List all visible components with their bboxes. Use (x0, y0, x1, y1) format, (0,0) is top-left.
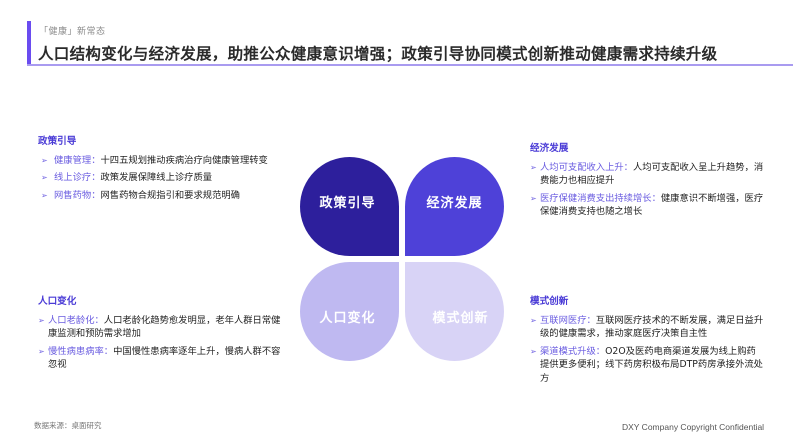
list-item: ➢ 医疗保健消费支出持续增长：健康意识不断增强，医疗保健消费支持也随之增长 (530, 192, 770, 219)
block-title: 人口变化 (38, 296, 77, 307)
model-innovation-block: 模式创新 ➢ 互联网医疗：互联网医疗技术的不断发展，满足日益升级的健康需求，推动… (530, 295, 765, 389)
policy-block: 政策引导 ➢ 健康管理：十四五规划推动疾病治疗向健康管理转变 ➢ 线上诊疗：政策… (38, 135, 283, 206)
petal-label: 模式创新 (432, 311, 489, 326)
header-divider (27, 64, 793, 66)
economy-list: ➢ 人均可支配收入上升：人均可支配收入呈上升趋势，消费能力也相应提升 ➢ 医疗保… (530, 161, 770, 219)
item-key: 互联网医疗： (540, 314, 596, 326)
item-key: 医疗保健消费支出持续增长： (540, 192, 661, 204)
arrow-bullet-icon: ➢ (41, 190, 48, 200)
item-key: 健康管理： (54, 154, 101, 166)
item-value: 人口老龄化趋势愈发明显，老年人群日常健康监测和预防需求增加 (48, 314, 281, 340)
item-value: 中国慢性患病率逐年上升，慢病人群不容忽视 (48, 345, 281, 371)
section-subtitle: 「健康」新常态 (39, 27, 106, 37)
item-value: 政策发展保障线上诊疗质量 (100, 172, 213, 183)
economy-block: 经济发展 ➢ 人均可支配收入上升：人均可支配收入呈上升趋势，消费能力也相应提升 … (530, 142, 770, 223)
item-value: 十四五规划推动疾病治疗向健康管理转变 (100, 154, 268, 166)
petal-label: 政策引导 (319, 196, 376, 211)
model-list: ➢ 互联网医疗：互联网医疗技术的不断发展，满足日益升级的健康需求，推动家庭医疗决… (530, 314, 765, 386)
list-item: ➢ 互联网医疗：互联网医疗技术的不断发展，满足日益升级的健康需求，推动家庭医疗决… (530, 314, 765, 341)
list-item: ➢ 线上诊疗：政策发展保障线上诊疗质量 (38, 171, 283, 185)
arrow-bullet-icon: ➢ (530, 193, 537, 203)
item-value: 人均可支配收入呈上升趋势，消费能力也相应提升 (540, 161, 764, 187)
petal-policy: 政策引导 (300, 157, 399, 256)
petal-label: 经济发展 (426, 196, 483, 211)
arrow-bullet-icon: ➢ (41, 173, 48, 182)
block-title: 经济发展 (530, 143, 569, 154)
data-source-note: 数据来源：桌面研究 (34, 421, 102, 430)
copyright-notice: DXY Company Copyright Confidential (622, 422, 765, 432)
petal-label: 人口变化 (319, 311, 376, 326)
petal-economy: 经济发展 (405, 157, 504, 256)
item-value: 网售药物合规指引和要求规范明确 (100, 189, 240, 201)
header-accent-bar (27, 21, 31, 64)
item-value: 健康意识不断增强，医疗保健消费支持也随之增长 (540, 192, 764, 218)
arrow-bullet-icon: ➢ (530, 346, 537, 356)
list-item: ➢ 人均可支配收入上升：人均可支配收入呈上升趋势，消费能力也相应提升 (530, 161, 770, 188)
list-item: ➢ 渠道模式升级：O2O及医药电商渠道发展为线上购药提供更多便利；线下药房积极布… (530, 345, 765, 386)
arrow-bullet-icon: ➢ (530, 162, 537, 172)
list-item: ➢ 健康管理：十四五规划推动疾病治疗向健康管理转变 (38, 154, 283, 168)
block-title: 政策引导 (38, 136, 77, 147)
arrow-bullet-icon: ➢ (38, 346, 45, 356)
list-item: ➢ 慢性病患病率：中国慢性患病率逐年上升，慢病人群不容忽视 (38, 345, 283, 372)
list-item: ➢ 人口老龄化：人口老龄化趋势愈发明显，老年人群日常健康监测和预防需求增加 (38, 314, 283, 341)
item-key: 线上诊疗： (54, 172, 101, 183)
item-key: 网售药物： (54, 189, 101, 201)
arrow-bullet-icon: ➢ (38, 315, 45, 325)
page-title: 人口结构变化与经济发展，助推公众健康意识增强；政策引导协同模式创新推动健康需求持… (38, 45, 718, 63)
item-key: 渠道模式升级： (540, 345, 606, 357)
block-title: 模式创新 (530, 296, 569, 307)
item-key: 慢性病患病率： (48, 345, 114, 357)
arrow-bullet-icon: ➢ (530, 315, 537, 325)
list-item: ➢ 网售药物：网售药物合规指引和要求规范明确 (38, 189, 283, 203)
item-value: 互联网医疗技术的不断发展，满足日益升级的健康需求，推动家庭医疗决策自主性 (540, 314, 764, 340)
item-value: O2O及医药电商渠道发展为线上购药提供更多便利；线下药房积极布局DTP药房承接外… (540, 345, 763, 384)
population-list: ➢ 人口老龄化：人口老龄化趋势愈发明显，老年人群日常健康监测和预防需求增加 ➢ … (38, 314, 283, 372)
item-key: 人口老龄化： (48, 314, 104, 326)
petal-model-innovation: 模式创新 (405, 262, 504, 361)
item-key: 人均可支配收入上升： (540, 161, 633, 173)
policy-list: ➢ 健康管理：十四五规划推动疾病治疗向健康管理转变 ➢ 线上诊疗：政策发展保障线… (38, 154, 283, 203)
arrow-bullet-icon: ➢ (41, 155, 48, 165)
petal-population: 人口变化 (300, 262, 399, 361)
population-block: 人口变化 ➢ 人口老龄化：人口老龄化趋势愈发明显，老年人群日常健康监测和预防需求… (38, 295, 283, 376)
